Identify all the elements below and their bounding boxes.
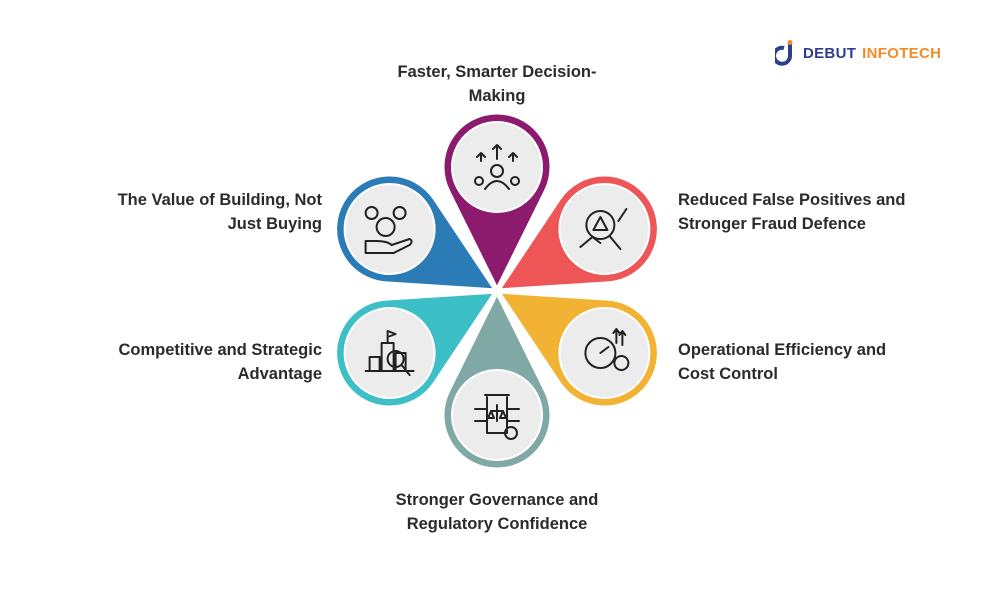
- label-value: The Value of Building, Not Just Buying: [118, 188, 322, 236]
- petal-competitive: [332, 288, 500, 411]
- label-line: Faster, Smarter Decision-: [397, 63, 597, 81]
- icon-circle: [558, 307, 651, 399]
- label-fraud: Reduced False Positives and Stronger Fra…: [678, 188, 905, 236]
- label-line: The Value of Building, Not: [117, 191, 322, 209]
- petal-decision: [439, 109, 555, 294]
- label-line: Stronger Fraud Defence: [678, 215, 866, 233]
- petal-value: [332, 171, 500, 294]
- label-governance: Stronger Governance and Regulatory Confi…: [396, 488, 599, 536]
- label-line: Stronger Governance and: [395, 491, 599, 509]
- label-line: Advantage: [237, 365, 322, 383]
- icon-circle: [343, 183, 436, 275]
- label-line: Regulatory Confidence: [406, 515, 588, 533]
- label-line: Cost Control: [678, 365, 778, 383]
- petal-efficiency: [494, 288, 662, 411]
- label-line: Competitive and Strategic: [118, 341, 322, 359]
- alert-magnifier-chart-icon: [579, 208, 628, 250]
- petal-fraud: [494, 171, 662, 294]
- scales-circuit-check-icon: [474, 394, 520, 440]
- label-line: Operational Efficiency and: [678, 341, 887, 359]
- label-line: Just Buying: [227, 215, 322, 233]
- label-competitive: Competitive and Strategic Advantage: [118, 338, 322, 386]
- hand-coins-icon: [364, 206, 413, 254]
- label-efficiency: Operational Efficiency and Cost Control: [678, 338, 886, 386]
- bar-chart-flag-magnifier-icon: [364, 330, 415, 376]
- company-logo: DEBUT INFOTECH: [775, 40, 941, 66]
- icon-circle: [451, 121, 543, 213]
- logo-text-secondary: INFOTECH: [862, 44, 942, 62]
- logo-text-primary: DEBUT: [803, 44, 857, 62]
- decision-arrows-people-icon: [474, 144, 520, 190]
- debut-logo-icon: [775, 40, 793, 66]
- petal-governance: [439, 288, 555, 473]
- label-decision: Faster, Smarter Decision- Making: [398, 60, 597, 108]
- gear-gauge-coins-icon: [584, 328, 630, 371]
- label-line: Making: [468, 87, 526, 105]
- label-line: Reduced False Positives and: [678, 191, 906, 209]
